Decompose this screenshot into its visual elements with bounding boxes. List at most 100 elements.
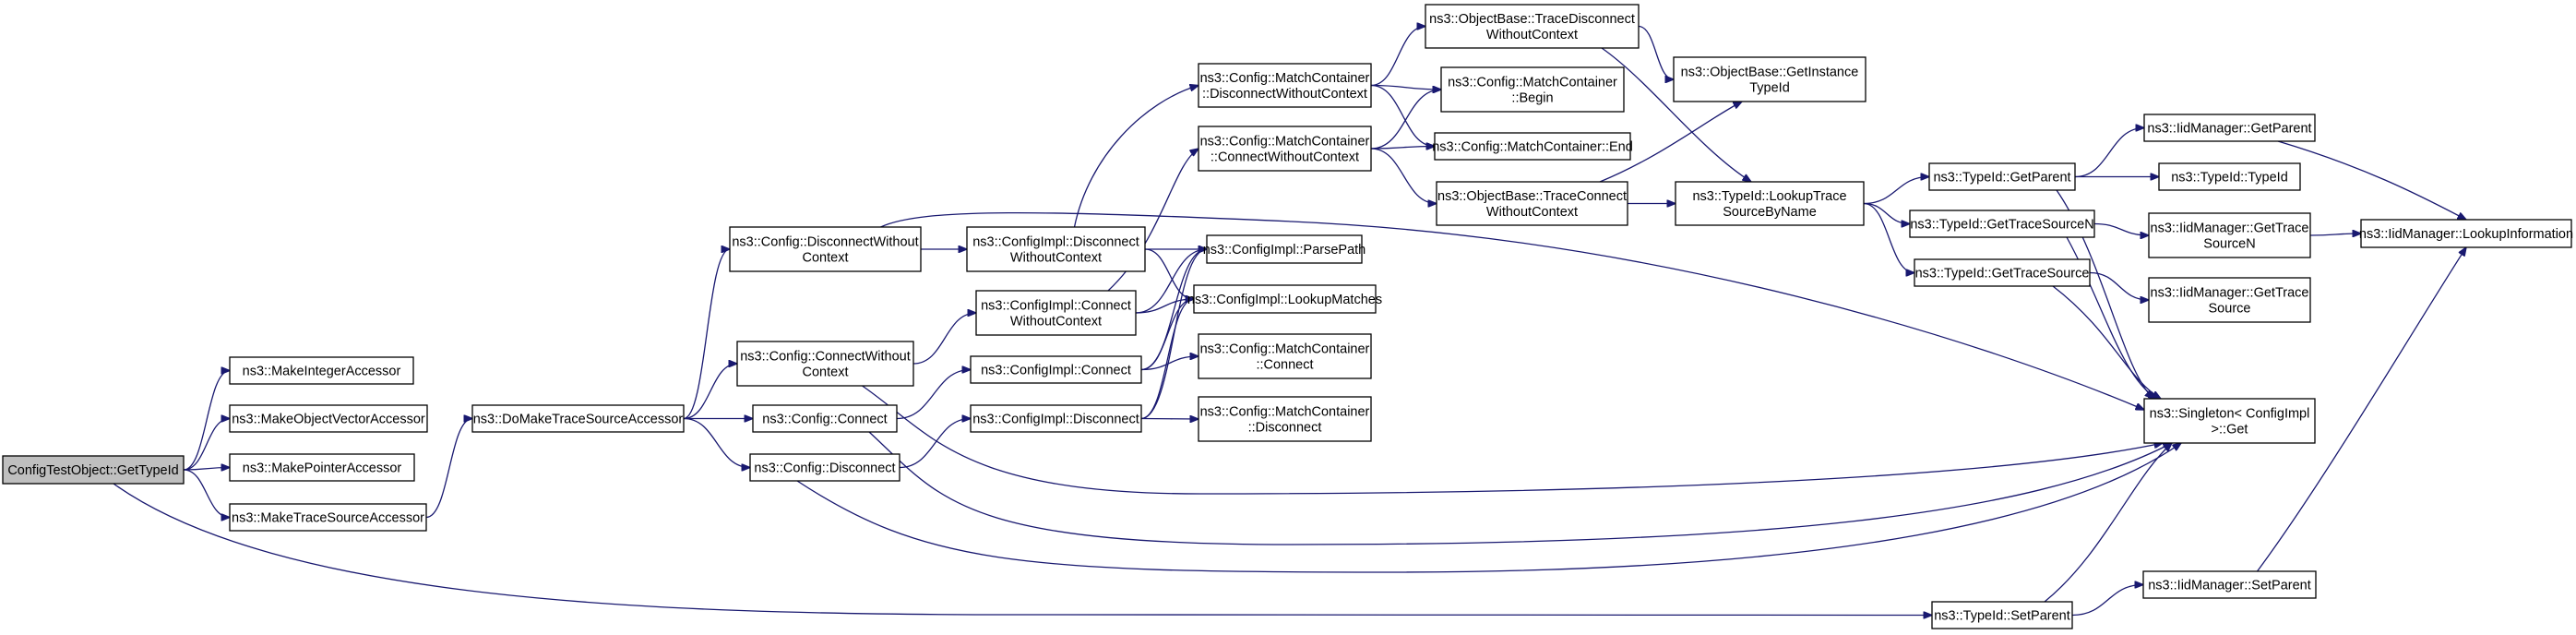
node-label: ns3::TypeId::TypeId — [2171, 171, 2288, 186]
node-cipp[interactable]: ns3::ConfigImpl::ParsePath — [1203, 234, 1366, 264]
node-mova[interactable]: ns3::MakeObjectVectorAccessor — [229, 404, 428, 433]
node-cdwc[interactable]: ns3::Config::DisconnectWithoutContext — [729, 226, 922, 272]
node-box — [736, 341, 914, 387]
node-mcc[interactable]: ns3::Config::MatchContainer::Connect — [1198, 333, 1372, 379]
node-label: WithoutContext — [1010, 251, 1102, 266]
node-mcdwc[interactable]: ns3::Config::MatchContainer::DisconnectW… — [1198, 63, 1372, 108]
node-tigp[interactable]: ns3::TypeId::GetParent — [1928, 162, 2076, 191]
node-obtcwc[interactable]: ns3::ObjectBase::TraceConnectWithoutCont… — [1436, 181, 1628, 226]
node-box — [2148, 212, 2311, 258]
node-box — [1193, 284, 1377, 314]
node-mpa[interactable]: ns3::MakePointerAccessor — [229, 453, 415, 482]
node-box — [2360, 219, 2572, 248]
node-label: WithoutContext — [1486, 205, 1578, 220]
node-box — [1928, 162, 2076, 191]
node-imgp[interactable]: ns3::IidManager::GetParent — [2143, 114, 2316, 142]
node-ccwc[interactable]: ns3::Config::ConnectWithoutContext — [736, 341, 914, 387]
edge-cd-to-sg — [796, 443, 2181, 573]
node-mia[interactable]: ns3::MakeIntegerAccessor — [229, 356, 414, 385]
node-cd[interactable]: ns3::Config::Disconnect — [749, 453, 900, 482]
node-tigts[interactable]: ns3::TypeId::GetTraceSource — [1914, 258, 2091, 287]
node-tigtsn[interactable]: ns3::TypeId::GetTraceSourceN — [1909, 210, 2095, 238]
node-label: ns3::TypeId::LookupTrace — [1692, 189, 1846, 204]
node-box — [1675, 181, 1865, 226]
node-label: ns3::IidManager::SetParent — [2148, 579, 2311, 593]
node-box — [752, 404, 898, 433]
node-box — [2158, 162, 2301, 191]
node-box — [749, 453, 900, 482]
node-box — [1425, 4, 1640, 49]
node-imli[interactable]: ns3::IidManager::LookupInformation — [2359, 219, 2573, 248]
edge-cidwc-to-cilm — [1144, 248, 1194, 299]
node-label: ns3::MakePointerAccessor — [243, 461, 402, 476]
node-box — [729, 226, 922, 272]
node-mccwc[interactable]: ns3::Config::MatchContainer::ConnectWith… — [1198, 126, 1372, 172]
node-label: TypeId — [1749, 81, 1790, 96]
node-cc[interactable]: ns3::Config::Connect — [752, 404, 898, 433]
node-mce[interactable]: ns3::Config::MatchContainer::End — [1432, 132, 1633, 161]
node-box — [1198, 126, 1372, 172]
node-label: SourceN — [2203, 237, 2255, 252]
node-label: ns3::ObjectBase::GetInstance — [1681, 66, 1859, 80]
node-imgts[interactable]: ns3::IidManager::GetTraceSource — [2148, 277, 2311, 323]
node-imsp[interactable]: ns3::IidManager::SetParent — [2142, 570, 2317, 599]
edge-ccwc-to-sg — [862, 385, 2164, 495]
node-label: ::Disconnect — [1248, 421, 1322, 436]
edge-tigts-to-imgts — [2089, 271, 2149, 301]
node-label: Context — [803, 365, 849, 380]
edge-tigts-to-sg — [2052, 285, 2161, 399]
node-box — [2142, 570, 2317, 599]
node-titi[interactable]: ns3::TypeId::TypeId — [2158, 162, 2301, 191]
node-label: ns3::ConfigImpl::Disconnect — [972, 235, 1139, 250]
node-obtdwc[interactable]: ns3::ObjectBase::TraceDisconnectWithoutC… — [1425, 4, 1640, 49]
edges — [113, 27, 2466, 616]
node-box — [1198, 63, 1372, 108]
node-label: WithoutContext — [1010, 315, 1102, 329]
node-mcb[interactable]: ns3::Config::MatchContainer::Begin — [1440, 66, 1625, 113]
node-sg[interactable]: ns3::Singleton< ConfigImpl >::Get — [2143, 398, 2316, 444]
node-cid[interactable]: ns3::ConfigImpl::Disconnect — [970, 404, 1142, 433]
node-label: ns3::ConfigImpl::Connect — [981, 364, 1131, 378]
node-label: ns3::Config::DisconnectWithout — [732, 235, 918, 250]
edge-mcdwc-to-obtdwc — [1370, 27, 1425, 87]
node-root[interactable]: ConfigTestObject::GetTypeId — [2, 455, 185, 485]
edge-cdwc-to-sg — [880, 211, 2145, 410]
node-label: ns3::ObjectBase::TraceConnect — [1437, 189, 1627, 204]
node-box — [229, 503, 427, 532]
node-label: ns3::ConfigImpl::ParsePath — [1203, 243, 1366, 258]
edge-dmtsa-to-cd — [683, 417, 750, 468]
edge-imsp-to-imli — [2256, 247, 2467, 572]
edge-mccwc-to-obtcwc — [1370, 148, 1437, 204]
node-label: ns3::Config::Connect — [762, 413, 887, 427]
edge-dmtsa-to-cdwc — [683, 249, 730, 420]
edge-root-to-tisp — [113, 483, 1932, 616]
node-cidwc[interactable]: ns3::ConfigImpl::DisconnectWithoutContex… — [966, 226, 1146, 272]
node-imgtsn[interactable]: ns3::IidManager::GetTraceSourceN — [2148, 212, 2311, 258]
node-label: >::Get — [2212, 423, 2248, 437]
node-label: ns3::Config::ConnectWithout — [740, 350, 911, 365]
edge-mccwc-to-mcb — [1370, 90, 1441, 150]
node-tisp[interactable]: ns3::TypeId::SetParent — [1931, 601, 2073, 629]
node-box — [1434, 132, 1631, 161]
node-mcd[interactable]: ns3::Config::MatchContainer::Disconnect — [1198, 396, 1372, 442]
node-cilm[interactable]: ns3::ConfigImpl::LookupMatches — [1187, 284, 1382, 314]
edge-mccwc-to-mce — [1370, 147, 1435, 150]
edge-cid-to-mcd — [1140, 419, 1199, 420]
node-box — [2148, 277, 2311, 323]
node-box — [1440, 66, 1625, 113]
node-dmtsa[interactable]: ns3::DoMakeTraceSourceAccessor — [471, 404, 685, 433]
node-box — [2, 455, 185, 485]
node-label: ns3::Config::MatchContainer — [1200, 135, 1370, 150]
node-cic[interactable]: ns3::ConfigImpl::Connect — [970, 355, 1142, 384]
edge-tiltsbn-to-tigtsn — [1863, 202, 1910, 224]
node-box — [2143, 398, 2316, 444]
node-label: ns3::IidManager::GetParent — [2147, 122, 2311, 137]
node-cicwc[interactable]: ns3::ConfigImpl::ConnectWithoutContext — [975, 290, 1137, 336]
node-box — [1436, 181, 1628, 226]
node-label: ns3::Config::MatchContainer::End — [1432, 140, 1633, 155]
node-mtsa[interactable]: ns3::MakeTraceSourceAccessor — [229, 503, 427, 532]
edge-tisp-to-imsp — [2071, 585, 2143, 617]
node-label: ::Connect — [1256, 358, 1313, 373]
